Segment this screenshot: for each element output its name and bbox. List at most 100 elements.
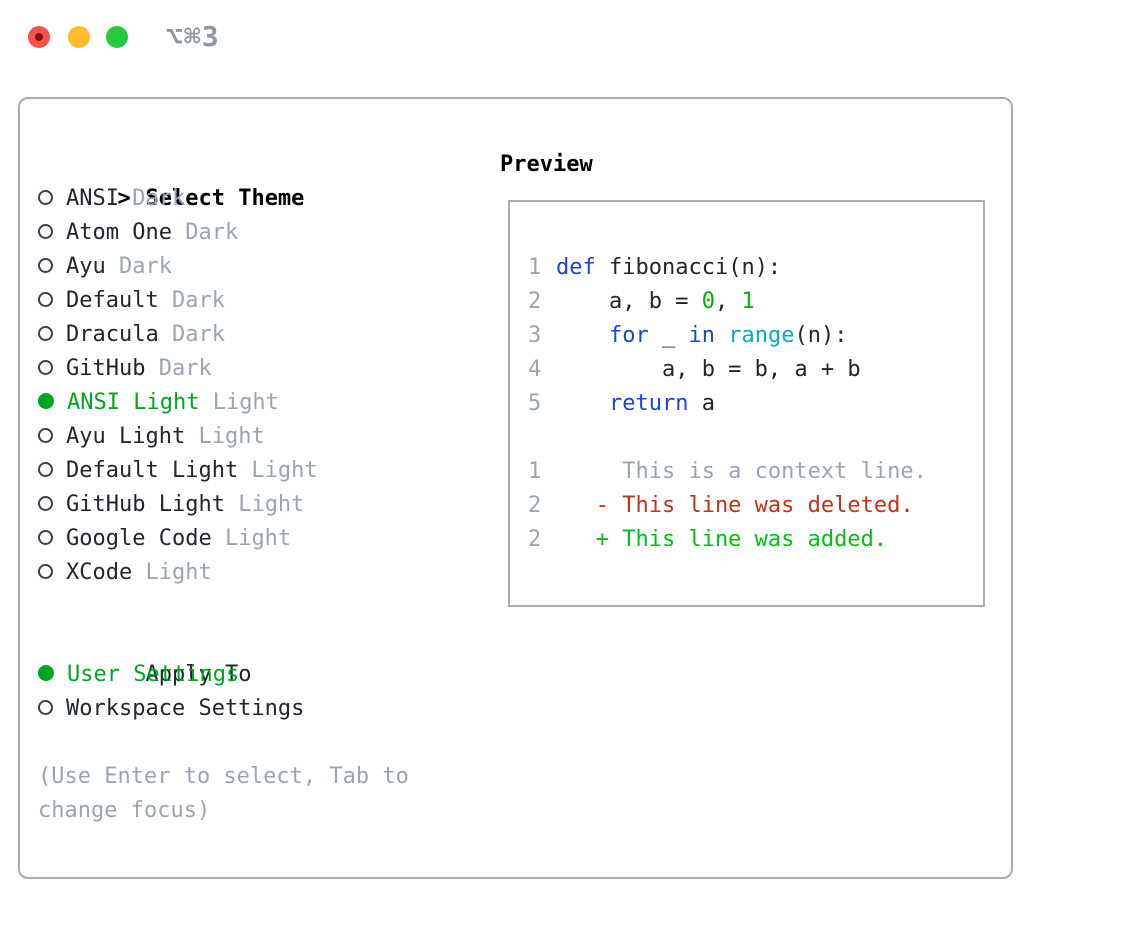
radio-icon [38, 461, 53, 477]
keyboard-shortcut-label: ⌥⌘3 [166, 20, 220, 53]
preview-diff-block: 1 This is a context line.2 - This line w… [528, 455, 983, 557]
radio-icon [38, 291, 53, 307]
apply-option-label: Workspace Settings [66, 696, 305, 721]
theme-name: ANSI Light [67, 390, 200, 415]
code-token [556, 323, 609, 348]
spacer [38, 590, 500, 624]
radio-selected-icon [38, 393, 54, 409]
line-number: 2 [528, 289, 542, 314]
theme-option[interactable]: Ayu Dark [38, 250, 500, 284]
theme-variant: Light [238, 458, 318, 483]
prompt-icon: > [117, 186, 131, 211]
theme-option[interactable]: Atom One Dark [38, 216, 500, 250]
theme-variant: Dark [158, 322, 225, 347]
code-token: in [688, 323, 715, 348]
code-token: return [608, 391, 689, 416]
radio-icon [38, 427, 53, 443]
code-line: 2 a, b = 0, 1 [528, 285, 983, 319]
minimize-button[interactable] [68, 26, 90, 48]
line-number: 3 [528, 323, 542, 348]
theme-option[interactable]: Ayu Light Light [38, 420, 500, 454]
spacer [528, 421, 983, 455]
theme-variant: Dark [118, 186, 186, 211]
code-token: def [556, 255, 596, 280]
diff-line-context: 1 This is a context line. [528, 455, 983, 489]
theme-option[interactable]: Default Light Light [38, 454, 500, 488]
theme-option[interactable]: Google Code Light [38, 522, 500, 556]
titlebar: ⌥⌘3 [0, 0, 1140, 74]
radio-icon [38, 223, 53, 239]
preview-title: Preview [500, 152, 593, 177]
theme-variant: Light [185, 424, 265, 449]
diff-line-added: 2 + This line was added. [528, 523, 983, 557]
theme-name: Dracula [66, 322, 159, 347]
theme-variant: Dark [105, 254, 172, 279]
radio-icon [38, 325, 53, 341]
code-line: 3 for _ in range(n): [528, 319, 983, 353]
theme-name: GitHub Light [66, 492, 225, 517]
theme-option[interactable]: XCode Light [38, 556, 500, 590]
theme-option[interactable]: GitHub Light Light [38, 488, 500, 522]
line-number: 2 [528, 527, 542, 552]
theme-option[interactable]: Default Dark [38, 284, 500, 318]
apply-option[interactable]: User Settings [38, 658, 500, 692]
code-token: range [728, 323, 795, 348]
theme-name: Google Code [66, 526, 212, 551]
code-token: a, b = b, a + b [556, 357, 861, 382]
code-token: for [608, 323, 649, 348]
theme-name: Default [66, 288, 159, 313]
diff-line-deleted: 2 - This line was deleted. [528, 489, 983, 523]
line-number: 1 [528, 459, 542, 484]
close-dot-icon [35, 33, 43, 41]
theme-option[interactable]: GitHub Dark [38, 352, 500, 386]
theme-variant: Light [132, 560, 212, 585]
theme-variant: Light [211, 526, 292, 551]
code-line: 1 def fibonacci(n): [528, 251, 983, 285]
theme-name: Atom One [66, 220, 172, 245]
theme-variant: Dark [145, 356, 212, 381]
code-line: 5 return a [528, 387, 983, 421]
line-number: 1 [528, 255, 542, 280]
code-token: 1 [741, 289, 755, 314]
line-number: 2 [528, 493, 542, 518]
theme-option[interactable]: Dracula Dark [38, 318, 500, 352]
diff-text: This is a context line. [556, 459, 927, 484]
line-number: 5 [528, 391, 542, 416]
select-theme-title: Select Theme [145, 186, 305, 211]
line-number: 4 [528, 357, 542, 382]
help-text: (Use Enter to select, Tab to change focu… [38, 764, 409, 823]
radio-selected-icon [38, 665, 54, 681]
select-theme-header: > Select Theme [38, 148, 500, 211]
radio-icon [38, 359, 53, 375]
close-button[interactable] [28, 26, 50, 48]
theme-variant: Light [224, 492, 305, 517]
diff-text: + This line was added. [556, 527, 888, 552]
diff-text: - This line was deleted. [556, 493, 914, 518]
radio-icon [38, 495, 53, 511]
code-token: 0 [701, 289, 715, 314]
theme-option[interactable]: ANSI Dark [38, 182, 500, 216]
code-line: 4 a, b = b, a + b [528, 353, 983, 387]
apply-option[interactable]: Workspace Settings [38, 692, 500, 726]
zoom-button[interactable] [106, 26, 128, 48]
code-token: , [714, 289, 742, 314]
theme-name: ANSI [66, 186, 119, 211]
theme-variant: Dark [171, 220, 239, 245]
theme-name: Ayu [66, 254, 106, 279]
code-token [715, 323, 728, 348]
radio-icon [38, 563, 53, 579]
code-token: fibonacci(n): [595, 255, 782, 280]
radio-icon [38, 257, 53, 273]
theme-option[interactable]: ANSI Light Light [38, 386, 500, 420]
theme-variant: Light [199, 390, 279, 415]
theme-name: Ayu Light [66, 424, 186, 449]
theme-name: GitHub [66, 356, 146, 381]
code-token: _ [648, 323, 689, 348]
apply-to-title: Apply To [145, 662, 252, 687]
radio-icon [38, 529, 53, 545]
